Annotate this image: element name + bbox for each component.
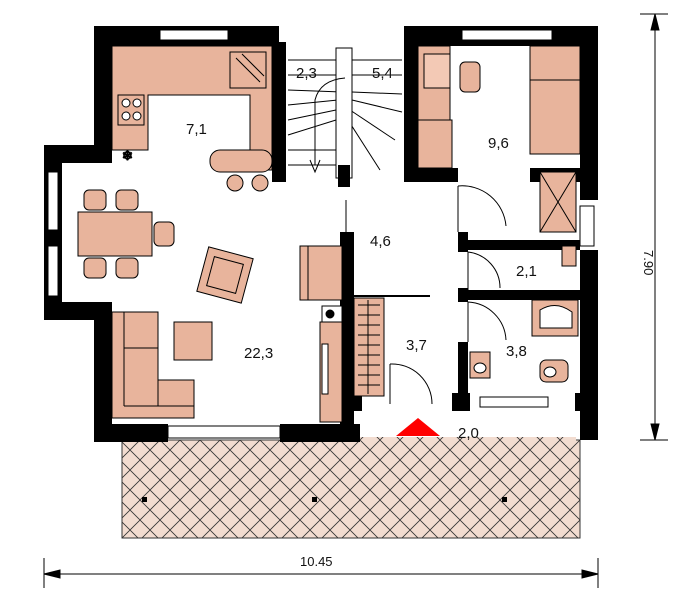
room-label-bathroom: 3,8 <box>506 343 527 360</box>
bar-stools <box>226 174 269 192</box>
armchair <box>196 246 254 304</box>
dining-table <box>77 189 175 279</box>
room-label-storage: 2,1 <box>516 263 537 280</box>
entrance-marker <box>396 418 440 436</box>
bathroom-fixtures <box>469 245 579 383</box>
staircase <box>286 46 404 179</box>
interior-walls <box>272 42 582 432</box>
height-dimension-label: 7.90 <box>641 250 656 275</box>
room-label-terrace: 2,0 <box>458 425 479 442</box>
room-label-hall: 4,6 <box>370 233 391 250</box>
stair-post <box>338 165 350 187</box>
windows <box>47 29 595 439</box>
room-label-vestibule: 3,7 <box>406 337 427 354</box>
room-label-stair-a: 2,3 <box>296 65 317 82</box>
room-label-stair-b: 5,4 <box>372 65 393 82</box>
svg-text:❄: ❄ <box>122 148 133 163</box>
kitchen-counter: ❄ <box>111 45 273 173</box>
room-label-bedroom: 9,6 <box>488 135 509 152</box>
room-label-kitchen: 7,1 <box>186 121 207 138</box>
width-dimension-label: 10.45 <box>300 554 333 569</box>
height-dimension <box>640 13 668 441</box>
bedroom-furniture <box>417 45 581 233</box>
width-dimension <box>43 558 599 588</box>
room-label-living: 22,3 <box>244 345 273 362</box>
living-cabinets <box>299 245 343 423</box>
closet <box>353 295 430 397</box>
doors <box>345 185 507 405</box>
corner-sofa <box>111 311 213 419</box>
